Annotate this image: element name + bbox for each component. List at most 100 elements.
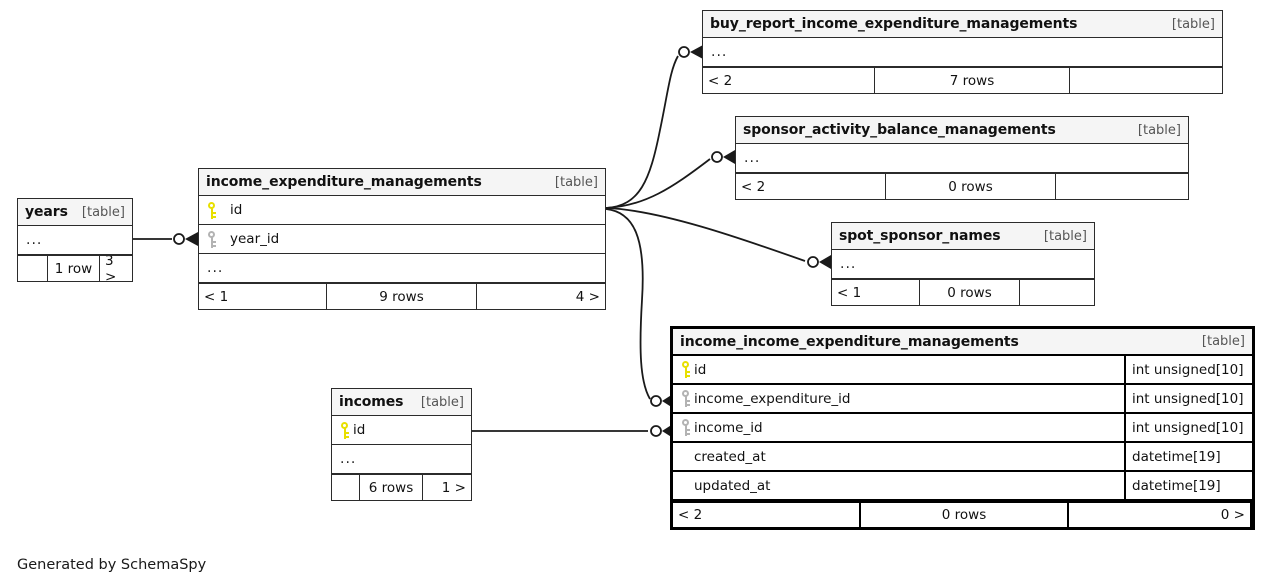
column-name: updated_at [694, 477, 771, 494]
table-tag: [table] [1043, 228, 1087, 244]
footer-children [1020, 280, 1094, 305]
table-header: years [table] [18, 199, 132, 226]
column-type: int unsigned[10] [1124, 356, 1252, 383]
column-name: id [694, 361, 707, 378]
footer-rowcount: 1 row [48, 256, 100, 281]
table-row: ... [703, 38, 1222, 67]
edge-iem-to-spot-sponsor [605, 207, 806, 262]
edge-iem-to-buy-report [605, 55, 679, 209]
footer-children [1070, 68, 1222, 93]
table-title: spot_sponsor_names [839, 228, 1001, 244]
footer-parents [18, 256, 48, 281]
column-type: datetime[19] [1124, 472, 1252, 499]
no-key-icon [681, 477, 692, 494]
column-name: income_id [694, 419, 763, 436]
table-row: ... [332, 445, 471, 474]
table-header: sponsor_activity_balance_managements [ta… [736, 117, 1188, 144]
table-node-years[interactable]: years [table] ... 1 row 3 > [17, 198, 133, 282]
table-row: ... [832, 250, 1094, 279]
table-header: buy_report_income_expenditure_management… [703, 11, 1222, 38]
footer-children: 3 > [105, 256, 117, 281]
table-tag: [table] [420, 394, 464, 410]
column-type: datetime[19] [1124, 443, 1252, 470]
column-cell: income_expenditure_id [673, 390, 1124, 407]
columns-ellipsis: ... [340, 451, 357, 467]
table-tag: [table] [1137, 122, 1181, 138]
table-row: income_expenditure_id int unsigned[10] [673, 385, 1252, 414]
table-header: income_income_expenditure_managements [t… [673, 329, 1252, 356]
table-footer: 6 rows 1 > [332, 474, 471, 500]
footer-parents: < 1 [832, 280, 920, 305]
table-node-spot-sponsor-names[interactable]: spot_sponsor_names [table] ... < 1 0 row… [831, 222, 1095, 306]
footer-parents: < 1 [199, 284, 327, 309]
column-name: income_expenditure_id [694, 390, 851, 407]
table-title: years [25, 204, 68, 220]
column-cell: created_at [673, 448, 1124, 465]
footer-rowcount: 0 rows [886, 174, 1056, 199]
table-node-income-expenditure-managements[interactable]: income_expenditure_managements [table] i… [198, 168, 606, 310]
table-row: ... [199, 254, 605, 283]
column-name: id [230, 202, 243, 218]
column-cell: income_id [673, 419, 1124, 436]
footer-rowcount: 0 rows [861, 503, 1069, 527]
edge-iem-to-income-income [605, 208, 651, 400]
foreign-key-icon [681, 419, 692, 436]
table-tag: [table] [81, 204, 125, 220]
table-tag: [table] [1201, 334, 1245, 349]
table-footer: 1 row 3 > [18, 255, 132, 281]
column-name: created_at [694, 448, 766, 465]
table-header: incomes [table] [332, 389, 471, 416]
table-node-buy-report-income-expenditure-managements[interactable]: buy_report_income_expenditure_management… [702, 10, 1223, 94]
table-header: income_expenditure_managements [table] [199, 169, 605, 196]
column-type: int unsigned[10] [1124, 414, 1252, 441]
column-name: id [353, 422, 366, 438]
footer-rowcount: 6 rows [360, 475, 423, 500]
foreign-key-icon [681, 390, 692, 407]
table-row: id [199, 196, 605, 225]
footer-rowcount: 7 rows [875, 68, 1070, 93]
footer-children [1056, 174, 1188, 199]
primary-key-icon [681, 361, 692, 378]
table-node-income-income-expenditure-managements[interactable]: income_income_expenditure_managements [t… [670, 326, 1255, 530]
footer-children: 4 > [575, 288, 600, 305]
table-title: buy_report_income_expenditure_management… [710, 16, 1078, 32]
columns-ellipsis: ... [711, 44, 728, 60]
column-type: int unsigned[10] [1124, 385, 1252, 412]
table-row: year_id [199, 225, 605, 254]
footer-parents: < 2 [673, 503, 861, 527]
column-cell: id [199, 201, 605, 219]
table-tag: [table] [554, 174, 598, 190]
footer-rowcount: 9 rows [327, 284, 477, 309]
column-cell: id [332, 421, 471, 439]
column-cell: id [673, 361, 1124, 378]
table-header: spot_sponsor_names [table] [832, 223, 1094, 250]
table-row: created_at datetime[19] [673, 443, 1252, 472]
table-title: income_expenditure_managements [206, 174, 482, 190]
table-row: ... [736, 144, 1188, 173]
table-row: updated_at datetime[19] [673, 472, 1252, 501]
table-node-incomes[interactable]: incomes [table] id ... 6 rows 1 > [331, 388, 472, 501]
footer-children: 0 > [1069, 503, 1252, 527]
table-footer: < 2 7 rows [703, 67, 1222, 93]
table-row: income_id int unsigned[10] [673, 414, 1252, 443]
edge-iem-to-sponsor-activity [605, 158, 711, 209]
footer-parents: < 2 [736, 174, 886, 199]
table-footer: < 2 0 rows 0 > [673, 501, 1252, 527]
table-footer: < 2 0 rows [736, 173, 1188, 199]
footer-parents: < 2 [703, 68, 875, 93]
table-tag: [table] [1171, 16, 1215, 32]
columns-ellipsis: ... [26, 232, 43, 248]
no-key-icon [681, 448, 692, 465]
primary-key-icon [340, 421, 351, 439]
columns-ellipsis: ... [744, 150, 761, 166]
column-cell: year_id [199, 230, 605, 248]
table-title: income_income_expenditure_managements [680, 333, 1019, 350]
column-cell: updated_at [673, 477, 1124, 494]
table-row: id int unsigned[10] [673, 356, 1252, 385]
table-footer: < 1 9 rows 4 > [199, 283, 605, 309]
column-name: year_id [230, 231, 280, 247]
table-footer: < 1 0 rows [832, 279, 1094, 305]
table-node-sponsor-activity-balance-managements[interactable]: sponsor_activity_balance_managements [ta… [735, 116, 1189, 200]
columns-ellipsis: ... [840, 256, 857, 272]
footer-children: 1 > [441, 479, 466, 496]
